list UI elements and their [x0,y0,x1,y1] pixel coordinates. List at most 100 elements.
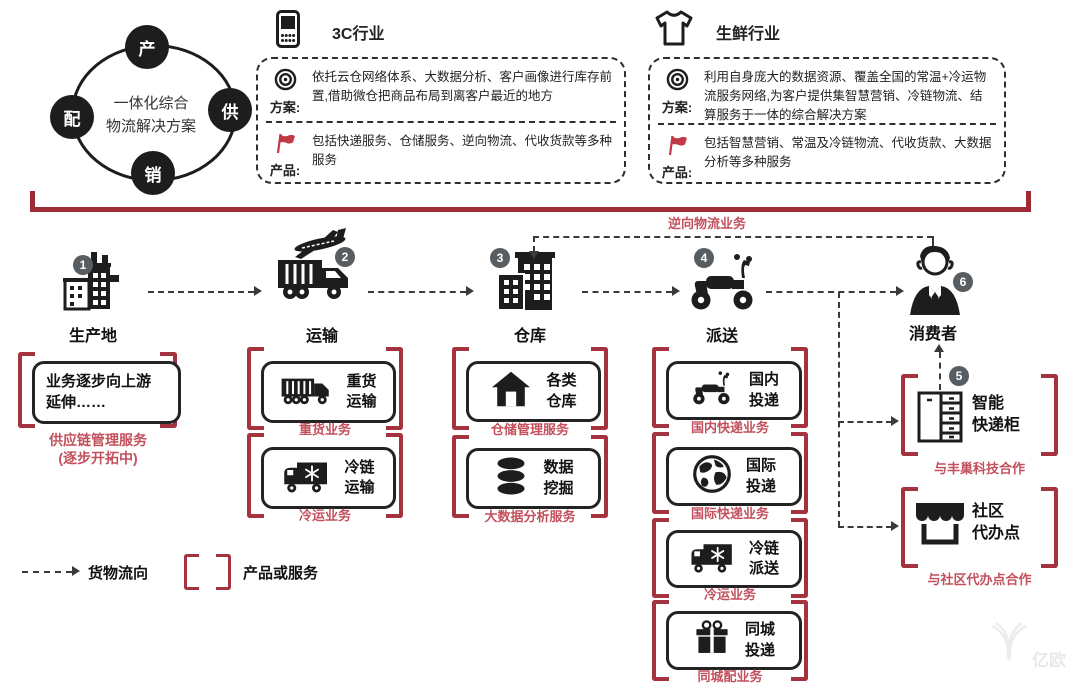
service-box-heavy-transport: 重货 运输 [261,361,396,423]
arrowhead [254,286,262,296]
factory-icon [60,250,124,329]
reverse-logistics-label: 逆向物流业务 [668,216,747,231]
divider [266,121,616,123]
industry-fresh-product-row: 产品: 包括智慧营销、常温及冷链物流、代收货款、大数据分析等多种服务 [650,134,1004,181]
bracket-intracity [652,600,808,681]
intl-delivery-label: 国际快递业务 [690,506,769,521]
service-box-text: 重货 运输 [346,372,377,410]
store-icon [914,499,966,552]
branch-arrow-locker [838,421,892,423]
step-label-transport: 运输 [305,328,338,345]
flag-icon [274,133,296,158]
product-column: 产品: [650,134,704,181]
warehouse-mgmt-label: 仓储管理服务 [490,422,569,437]
phone-icon [276,10,300,53]
legend-flow-line [22,571,72,573]
service-box-cold-delivery: 冷链 派送 [666,530,802,588]
plan-text: 依托云仓网络体系、大数据分析、客户画像进行库存前置,借助微仓把商品布局到离客户最… [312,70,613,103]
industry-fresh-box: 方案: 利用自身庞大的数据资源、覆盖全国的常温+冷运物流服务网络,为客户提供集智… [648,57,1006,184]
house-icon [490,370,532,413]
service-box-intracity: 同城 投递 [666,611,802,670]
target-icon [274,68,297,95]
service-box-domestic: 国内 投递 [666,361,802,420]
flow-arrow-2 [368,291,466,293]
service-box-text: 业务逐步向上游 延伸…… [46,373,152,411]
step-label-production: 生产地 [68,328,117,345]
industry-3c-product-row: 产品: 包括快递服务、仓储服务、逆向物流、代收货款等多种服务 [258,132,624,179]
node-production: 产 [125,25,169,69]
reverse-line-right-drop [932,236,934,246]
database-icon [493,456,529,501]
locker-to-consumer-line [939,352,941,390]
bigdata-label: 大数据分析服务 [484,509,576,524]
consumer-icon [906,243,964,324]
industry-fresh-title: 生鲜行业 [716,26,781,43]
plan-text: 利用自身庞大的数据资源、覆盖全国的常温+冷运物流服务网络,为客户提供集智慧营销、… [704,70,987,122]
product-text: 包括快递服务、仓储服务、逆向物流、代收货款等多种服务 [312,134,613,167]
branch-line-vertical [838,292,840,527]
bracket-bigdata [452,435,608,518]
step-label-warehouse: 仓库 [513,328,546,345]
reverse-line-left-drop [533,236,535,252]
industry-3c-box: 方案: 依托云仓网络体系、大数据分析、客户画像进行库存前置,借助微仓把商品布局到… [256,57,626,184]
step-label-consumer: 消费者 [908,326,957,343]
service-box-text: 冷链 运输 [344,458,375,496]
plan-label: 方案: [269,100,301,115]
cold-transport-label: 冷运业务 [298,508,351,523]
arrowhead [529,251,539,259]
bracket-warehouse-mgmt [452,347,608,430]
intracity-label: 同城配业务 [697,669,763,684]
flag-icon [666,135,688,160]
product-label: 产品: [269,163,301,178]
flow-arrow-1 [148,291,254,293]
transport-icon [272,228,354,311]
bracket-community-store [901,487,1058,568]
globe-icon [692,454,732,499]
service-box-text: 数据 挖掘 [543,459,574,497]
industry-3c-title: 3C行业 [332,26,385,43]
arrowhead [891,416,899,426]
reverse-line-horizontal [533,236,933,238]
supply-chain-label: 供应链管理服务 (逐步开拓中) [49,432,147,467]
service-box-text: 各类 仓库 [546,372,577,410]
legend-bracket-right [216,554,231,590]
legend-flow-label: 货物流向 [88,565,149,582]
step-label-delivery: 派送 [705,328,738,345]
service-box-text: 冷链 派送 [748,539,779,577]
step-badge-2: 2 [335,247,355,267]
service-box-cold-transport: 冷链 运输 [261,447,396,509]
scooter-icon [686,250,760,319]
arrowhead [72,566,80,576]
smart-locker-label: 与丰巢科技合作 [933,461,1025,476]
bracket-cold-delivery [652,518,808,598]
plan-column: 方案: [650,68,704,116]
branch-arrow-store [838,526,892,528]
bracket-intl-delivery [652,432,808,514]
service-box-data-mining: 数据 挖掘 [466,448,601,509]
top-section-bracket [30,191,1031,212]
divider [658,123,996,125]
smart-locker-text: 智能 快递柜 [972,395,1021,434]
bracket-domestic-delivery [652,347,808,428]
step-badge-6: 6 [953,272,973,292]
heavy-cargo-label: 重货业务 [298,422,351,437]
product-label: 产品: [661,165,693,180]
cold-truck-icon [689,540,735,579]
service-box-text: 国际 投递 [745,457,776,495]
cold-delivery-label: 冷运业务 [703,587,756,602]
product-text: 包括智慧营销、常温及冷链物流、代收货款、大数据分析等多种服务 [704,136,992,169]
plan-column: 方案: [258,68,312,116]
bracket-smart-locker [901,374,1058,456]
target-icon [666,68,689,95]
step-badge-3: 3 [490,248,510,268]
node-supply: 供 [208,88,252,132]
service-box-upstream: 业务逐步向上游 延伸…… [32,361,181,424]
domestic-delivery-label: 国内快递业务 [690,420,769,435]
tshirt-icon [654,9,694,52]
cold-truck-icon [282,458,330,499]
industry-fresh-plan-row: 方案: 利用自身庞大的数据资源、覆盖全国的常温+冷运物流服务网络,为客户提供集智… [650,68,1004,124]
locker-icon [916,390,964,449]
arrowhead [672,286,680,296]
solution-center-text: 一体化综合 物流解决方案 [105,95,196,136]
node-distribution: 配 [50,95,94,139]
